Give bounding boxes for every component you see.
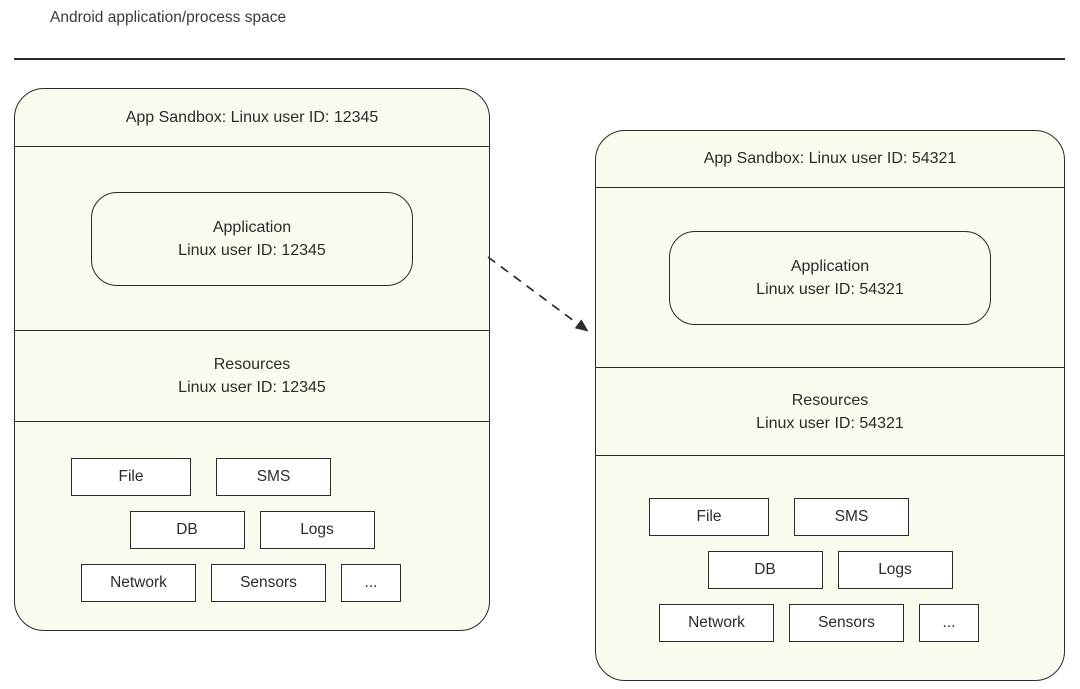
resource-box-db: DB (129, 511, 245, 549)
resource-box-row: Network Sensors ... (15, 564, 478, 602)
resource-box-network: Network (659, 604, 774, 642)
resource-box-more: ... (919, 604, 979, 642)
application-section: Application Linux user ID: 12345 (15, 147, 489, 331)
resources-uid-label: Linux user ID: 12345 (178, 379, 326, 396)
app-sandbox-2: App Sandbox: Linux user ID: 54321 Applic… (595, 130, 1065, 681)
resource-box-file: File (649, 498, 769, 536)
app-sandbox-1: App Sandbox: Linux user ID: 12345 Applic… (14, 88, 490, 631)
resource-box-sensors: Sensors (789, 604, 904, 642)
resource-box-row: Network Sensors ... (596, 604, 1053, 642)
resource-box-sms: SMS (216, 458, 331, 496)
application-section: Application Linux user ID: 54321 (596, 188, 1064, 368)
resource-boxes-section: File SMS DB Logs Network Sensors ... (15, 422, 489, 630)
resource-box-sensors: Sensors (211, 564, 326, 602)
resource-box-more: ... (341, 564, 401, 602)
sandbox-header-label: App Sandbox: Linux user ID: 12345 (125, 108, 379, 126)
resource-box-row: DB Logs (15, 511, 489, 549)
resource-box-logs: Logs (837, 551, 953, 589)
resource-box-db: DB (707, 551, 823, 589)
diagram-title: Android application/process space (50, 9, 287, 26)
application-box: Application Linux user ID: 12345 (91, 191, 413, 286)
resources-section: Resources Linux user ID: 54321 (596, 368, 1064, 456)
resource-boxes-section: File SMS DB Logs Network Sensors ... (596, 456, 1064, 680)
resource-box-logs: Logs (259, 511, 375, 549)
application-box: Application Linux user ID: 54321 (669, 230, 991, 325)
resources-section: Resources Linux user ID: 12345 (15, 331, 489, 422)
resource-box-network: Network (81, 564, 196, 602)
resource-box-row: DB Logs (596, 551, 1064, 589)
resources-label: Resources (791, 391, 869, 409)
application-uid-label: Linux user ID: 12345 (178, 241, 326, 259)
resource-box-row: File SMS (15, 458, 438, 496)
application-label: Application (212, 218, 292, 236)
sandbox-header: App Sandbox: Linux user ID: 54321 (596, 131, 1064, 188)
sandbox-header: App Sandbox: Linux user ID: 12345 (15, 89, 489, 147)
resource-box-sms: SMS (794, 498, 909, 536)
application-uid-label: Linux user ID: 54321 (756, 280, 904, 298)
sandbox-header-label: App Sandbox: Linux user ID: 54321 (703, 150, 957, 167)
resource-box-row: File SMS (596, 498, 1013, 536)
application-label: Application (790, 257, 870, 275)
title-rule (14, 58, 1065, 60)
resources-uid-label: Linux user ID: 54321 (756, 414, 904, 432)
resources-label: Resources (213, 356, 291, 373)
resource-box-file: File (71, 458, 191, 496)
